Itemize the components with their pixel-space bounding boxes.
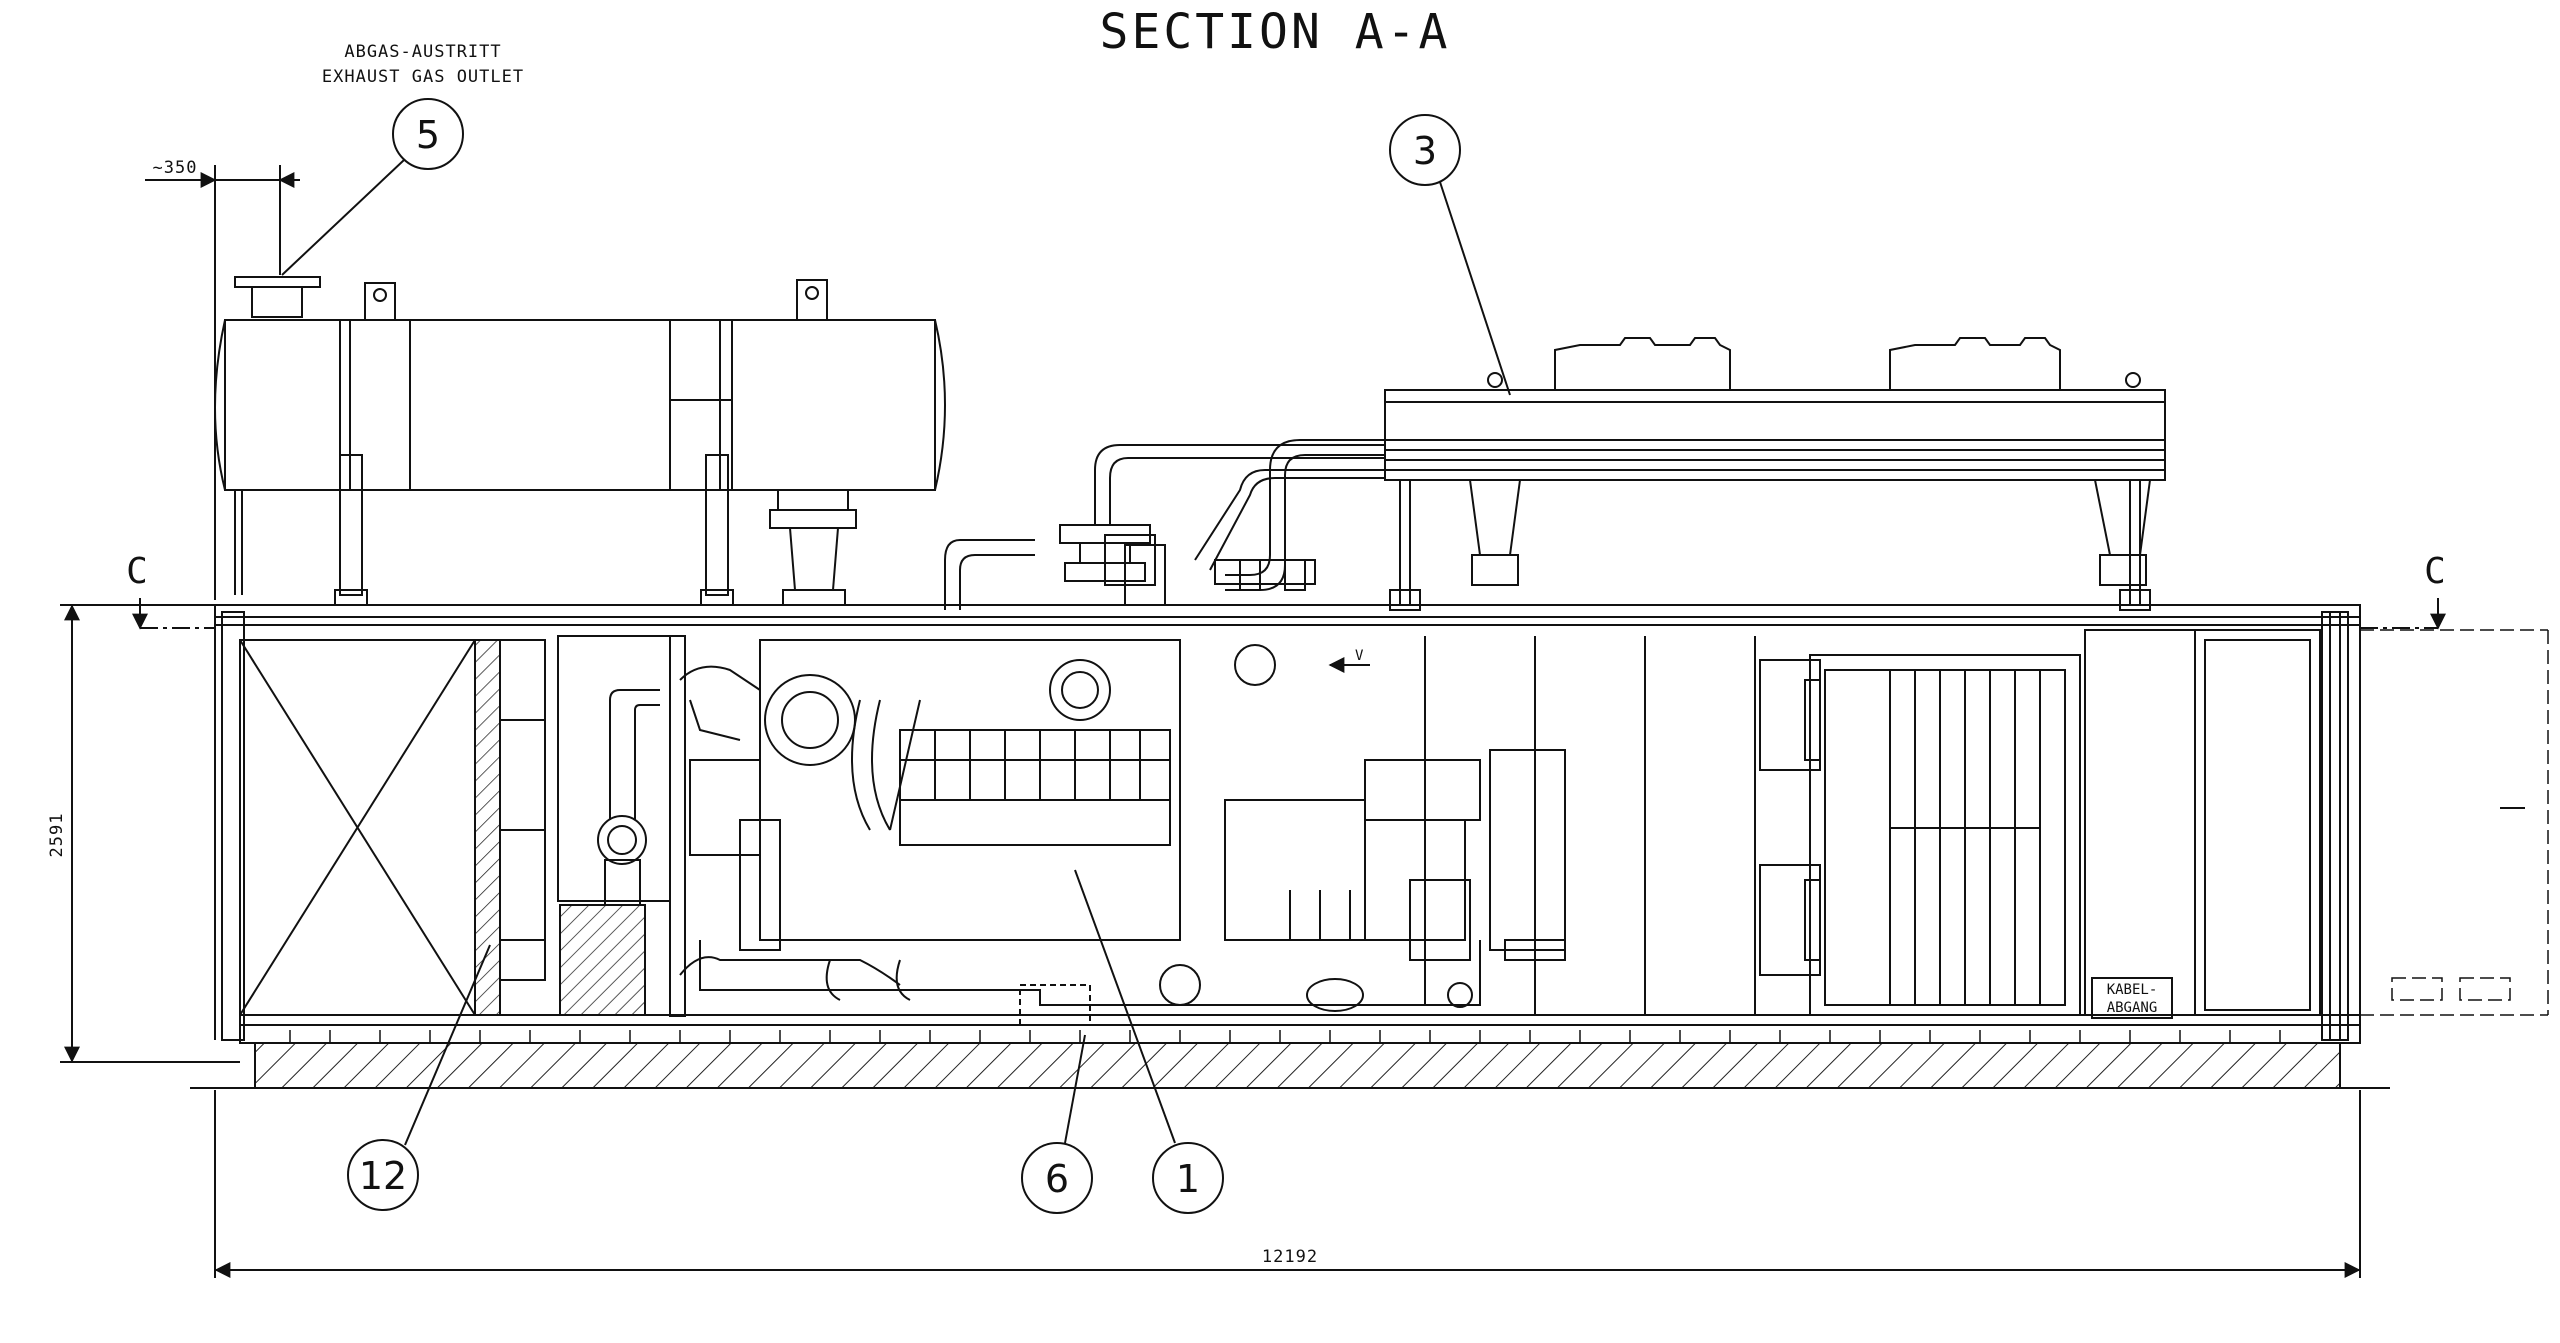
control-compartment: [1424, 629, 2321, 1019]
section-title: SECTION A-A: [1100, 4, 1451, 60]
callout-12: 12: [347, 944, 491, 1211]
callout-6-label: 6: [1045, 1157, 1069, 1201]
exhaust-silencer: [214, 276, 946, 606]
callout-12-label: 12: [359, 1154, 407, 1198]
callout-3-label: 3: [1413, 129, 1437, 173]
callout-5: 5: [281, 98, 464, 276]
view-v-mark: V: [1355, 648, 1364, 664]
dim-offset-label: ~350: [153, 158, 198, 178]
container-frame: [190, 604, 2390, 1089]
engine-compartment: V: [557, 635, 1566, 1026]
dim-offset: ~350: [145, 158, 300, 600]
section-c-right: C: [2360, 551, 2446, 630]
callout-1-label: 1: [1176, 1157, 1200, 1201]
dim-length: 12192: [214, 1090, 2361, 1278]
dim-length-label: 12192: [1262, 1247, 1318, 1267]
callout-1: 1: [1074, 869, 1224, 1214]
outlet-note-en: EXHAUST GAS OUTLET: [322, 67, 524, 87]
section-c-right-label: C: [2424, 551, 2446, 592]
section-c-left-label: C: [126, 551, 148, 592]
section-c-left: C: [126, 551, 215, 630]
radiator-cooler: [1384, 337, 2166, 611]
callout-5-label: 5: [416, 113, 440, 157]
outlet-note-de: ABGAS-AUSTRITT: [344, 42, 501, 62]
kabel-label-1: KABEL-: [2107, 982, 2158, 998]
callout-6: 6: [1021, 1034, 1093, 1214]
open-door-outline: [2360, 629, 2549, 1016]
callout-3: 3: [1389, 114, 1511, 396]
dim-height-label: 2591: [47, 813, 67, 858]
kabel-label-2: ABGANG: [2107, 1000, 2158, 1016]
air-inlet-louvre: [239, 639, 546, 1016]
dim-height: 2591: [47, 604, 240, 1063]
coolant-piping: [944, 439, 1385, 610]
